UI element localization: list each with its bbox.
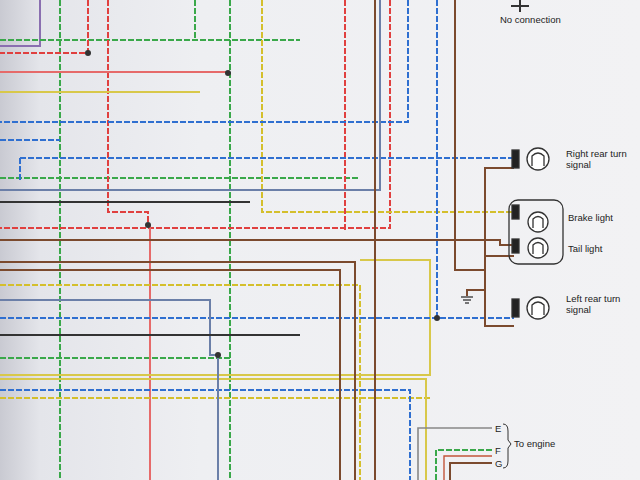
pin-name: E [495, 423, 501, 434]
wire [0, 202, 300, 335]
lamp-label: Tail light [568, 243, 602, 254]
wire [0, 0, 514, 480]
lamp-label: Brake light [568, 212, 613, 223]
lamp-label: Left rear turn signal [566, 293, 628, 315]
pin-name: F [495, 445, 501, 456]
lamp-label: Right rear turn signal [566, 148, 628, 170]
no-connection-symbol [511, 0, 529, 12]
junction-dot [85, 50, 440, 358]
bracket [503, 424, 511, 468]
note-text: No connection [500, 14, 561, 25]
connector-label: To engine [514, 438, 555, 449]
lamp-symbol [509, 148, 563, 319]
wire [0, 0, 514, 480]
ground-symbol [461, 297, 473, 303]
wire [418, 428, 492, 480]
wire [0, 72, 228, 480]
pin-name: G [495, 458, 502, 469]
wire [0, 92, 430, 480]
wire [0, 0, 390, 230]
